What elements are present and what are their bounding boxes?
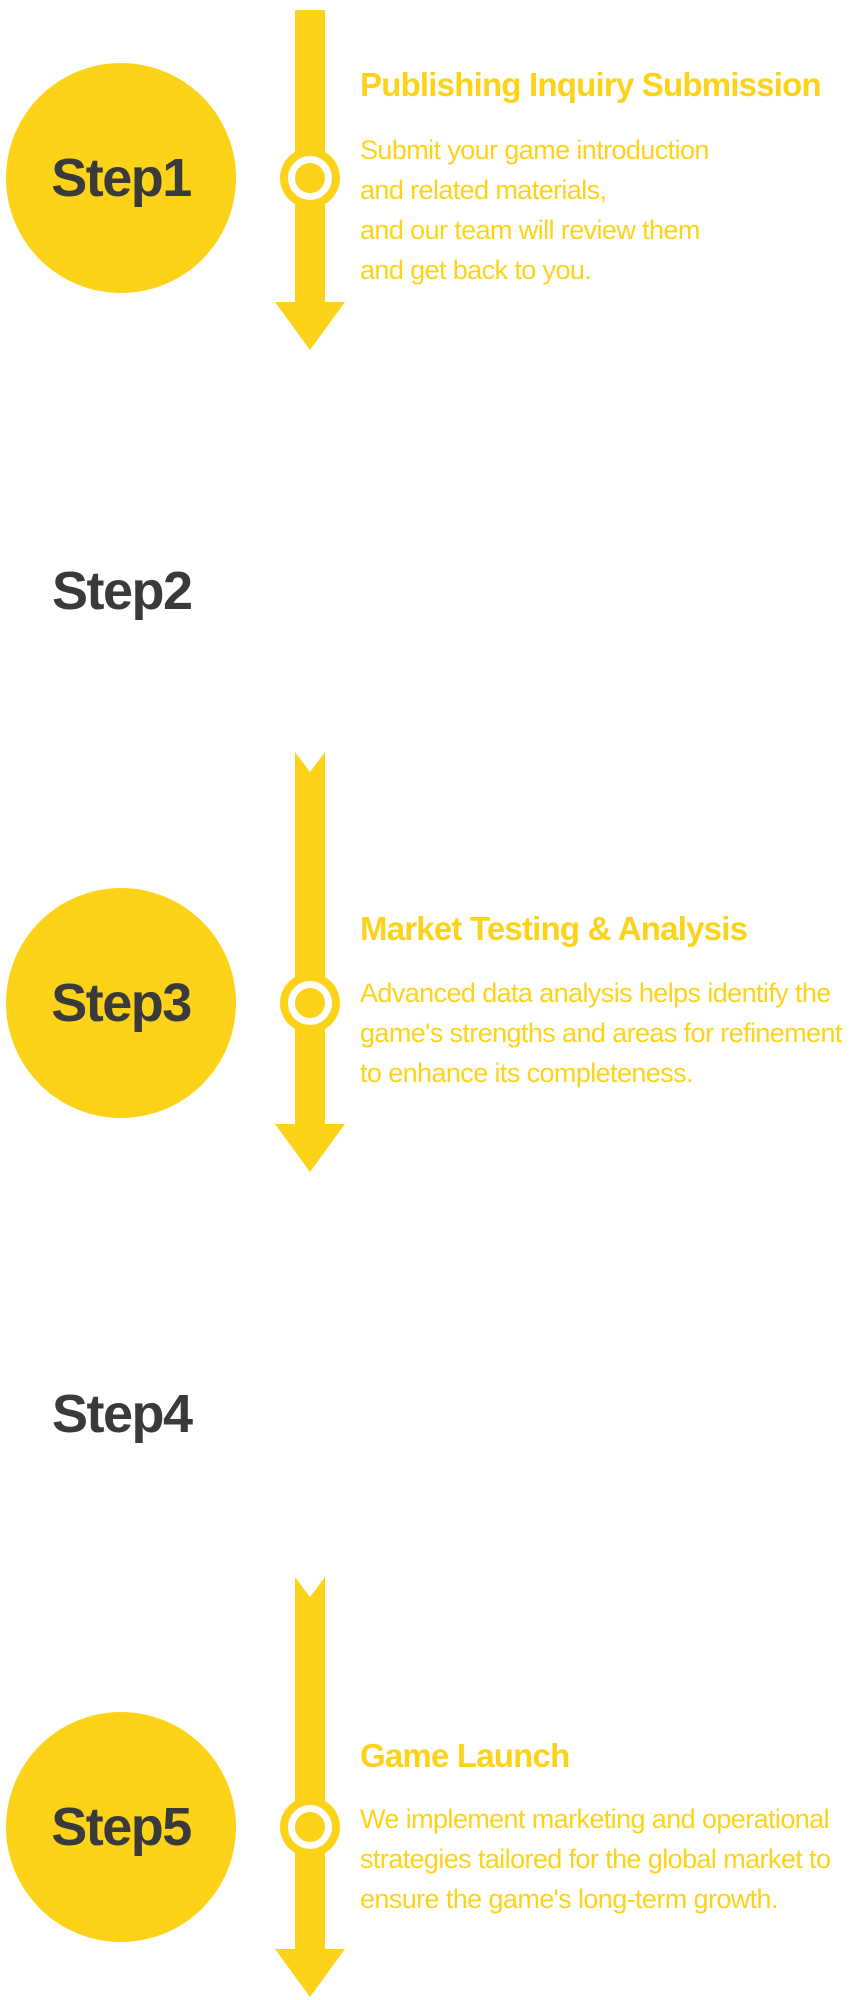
step-description: We implement marketing and operational s… bbox=[360, 1804, 831, 1914]
step-badge: Step1 bbox=[6, 63, 236, 293]
step-title: Publishing Inquiry Submission bbox=[360, 66, 822, 103]
step-label: Step3 bbox=[51, 973, 192, 1033]
timeline-node-icon bbox=[280, 973, 340, 1033]
step-label: Step2 bbox=[52, 561, 193, 621]
timeline-arrow-icon bbox=[275, 752, 345, 1172]
step-badge: Step3 bbox=[6, 888, 236, 1118]
step-badge: Step5 bbox=[6, 1712, 236, 1942]
step-label: Step1 bbox=[51, 148, 192, 208]
step-title: Market Testing & Analysis bbox=[360, 910, 748, 947]
step-label: Step4 bbox=[52, 1384, 193, 1444]
timeline-node-icon bbox=[280, 148, 340, 208]
step-title: Game Launch bbox=[360, 1737, 570, 1774]
timeline-node-icon bbox=[280, 1797, 340, 1857]
step-description: Advanced data analysis helps identify th… bbox=[360, 978, 842, 1088]
step-label: Step5 bbox=[51, 1797, 192, 1857]
step-description: Submit your game introduction and relate… bbox=[360, 135, 709, 285]
timeline-arrow-icon bbox=[275, 1577, 345, 1997]
